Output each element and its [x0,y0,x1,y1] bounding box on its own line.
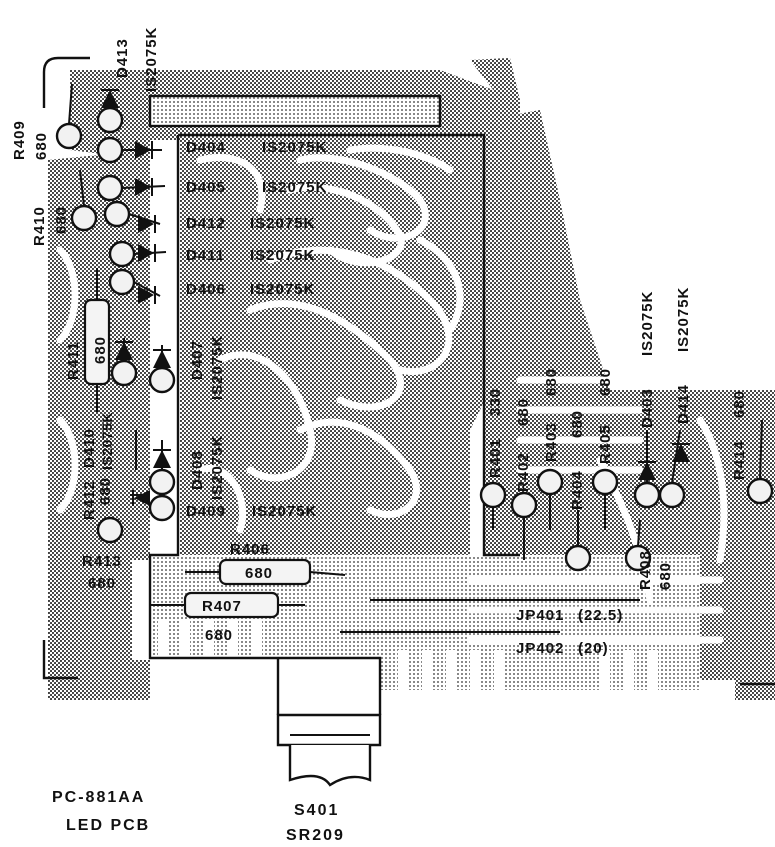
label-d409-ref: D409 [186,503,226,520]
label-d406-part: IS2075K [250,281,315,298]
label-d407-ref: D407 [189,340,206,380]
label-d413-ref: D413 [114,38,131,78]
board-subtitle: LED PCB [66,817,150,834]
resistor-r406-body [218,558,312,586]
pad [148,468,176,496]
label-r411-value: 680 [92,336,109,364]
pad-r414 [746,477,774,505]
label-r406-ref: R406 [230,541,270,558]
pad-r404 [564,544,592,572]
label-d408-part: IS2075K [209,435,226,500]
pad-r409 [55,122,83,150]
label-r412-value: 680 [97,477,114,505]
label-jp401-value: (22.5) [578,607,623,624]
label-r408-ref: R408 [637,550,654,590]
pad [148,366,176,394]
pad [96,174,124,202]
label-d409-part: IS2075K [252,503,317,520]
label-jp402-value: (20) [578,640,609,657]
label-r411-ref: R411 [65,341,82,380]
label-r402-value: 680 [515,398,532,426]
label-r414-ref: R414 [731,440,748,480]
label-r410-ref: R410 [31,206,48,246]
pad-r403 [536,468,564,496]
board-outline [42,56,775,715]
label-r403-ref: R403 [543,422,560,462]
pad [103,200,131,228]
label-d413-part: IS2075K [143,27,160,92]
label-jp402-ref: JP402 [516,640,564,657]
board-name: PC-881AA [52,789,145,806]
copper-traces [48,58,775,700]
label-r401-value: 330 [487,388,504,416]
label-r403-value: 680 [543,368,560,396]
label-d414-ref: D414 [675,384,692,424]
label-r412-ref: R412 [81,480,98,520]
pad-r410 [70,204,98,232]
label-r406-value: 680 [245,565,273,582]
pad [96,106,124,134]
label-r410-value: 680 [53,206,70,234]
label-r404-ref: R404 [569,470,586,510]
connector-part: SR209 [286,827,345,844]
label-d407-part: IS2075K [209,335,226,400]
pad [148,494,176,522]
resistor-bodies [83,298,312,619]
label-d410-ref: D410 [81,428,98,468]
pad [110,359,138,387]
component-labels: D413 IS2075K R409 680 R410 680 D404 IS20… [11,27,748,844]
connector-ref: S401 [294,802,339,819]
label-r413-value: 680 [88,575,116,592]
label-d411-ref: D411 [186,247,225,264]
label-d403-part: IS2075K [639,291,656,356]
label-r407-ref: R407 [202,598,242,615]
trace-gaps [56,144,728,644]
label-d406-ref: D406 [186,281,226,298]
label-d405-ref: D405 [186,179,226,196]
label-r413-ref: R413 [82,553,122,570]
label-jp401-ref: JP401 [516,607,564,624]
pad [108,268,136,296]
pad-r405 [591,468,619,496]
diode-d413-symbol [101,90,119,108]
label-r404-value: 680 [569,410,586,438]
label-d403-ref: D403 [639,388,656,428]
pad-r413 [96,516,124,544]
solder-pads [55,106,774,572]
label-d412-part: IS2075K [250,215,315,232]
label-d410-part: IS2075K [99,412,115,470]
label-r408-value: 680 [657,562,674,590]
label-d404-ref: D404 [186,139,226,156]
edge-fingers [158,620,658,690]
pad-d414 [658,481,686,509]
label-r409-value: 680 [33,132,50,160]
pad-d403 [633,481,661,509]
label-r405-ref: R405 [597,424,614,464]
pad-r401 [479,481,507,509]
label-r405-value: 680 [597,368,614,396]
label-d412-ref: D412 [186,215,226,232]
diode-symbols [101,89,690,506]
label-r407-value: 680 [205,627,233,644]
resistor-r407-body [183,591,280,619]
label-d404-part: IS2075K [262,139,327,156]
resistor-r411-body [83,298,111,386]
label-r409-ref: R409 [11,120,28,160]
s401-connector [276,713,382,787]
pad [96,136,124,164]
label-d414-part: IS2075K [675,287,692,352]
label-r401-ref: R401 [487,438,504,478]
label-d405-part: IS2075K [262,179,327,196]
label-r402-ref: R402 [515,452,532,492]
label-r414-value: 680 [731,390,748,418]
pad [108,240,136,268]
label-d408-ref: D408 [189,450,206,490]
label-d411-part: IS2075K [250,247,315,264]
pad-r402 [510,491,538,519]
